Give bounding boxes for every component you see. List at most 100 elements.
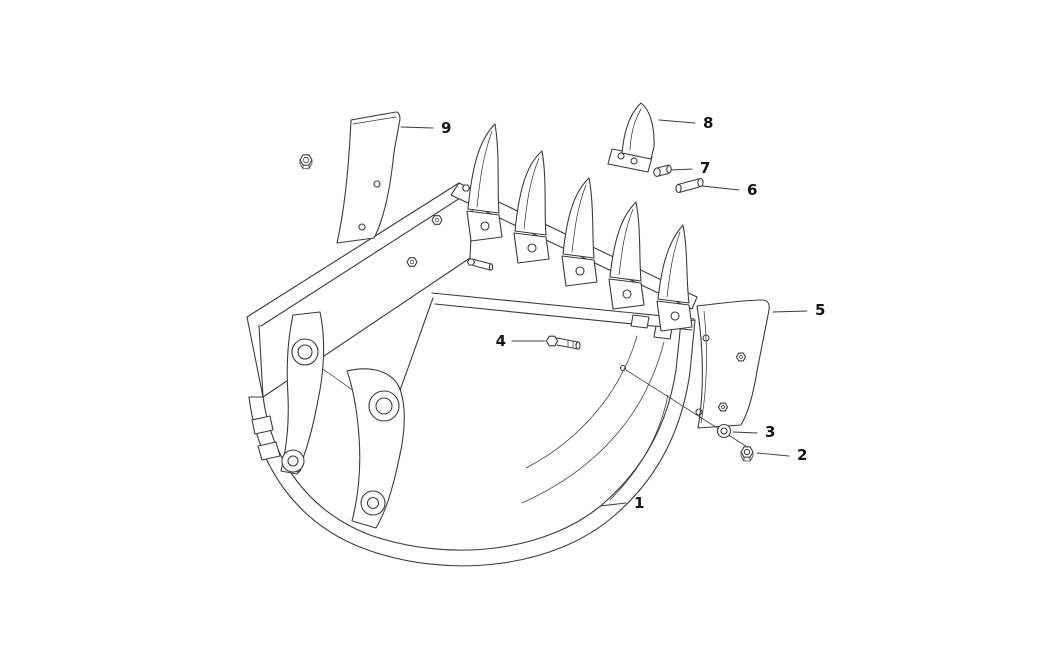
back-panel-hardware <box>406 184 494 271</box>
tooth-blade-line <box>618 208 634 276</box>
callout-leader-5 <box>772 310 808 313</box>
rim-mount-tab <box>630 314 650 329</box>
tooth-blade <box>609 201 642 282</box>
callout-label-2: 2 <box>797 446 807 464</box>
adapter-pin-hole <box>630 157 638 165</box>
cutter-hole <box>702 334 710 342</box>
tooth-pin-hole <box>480 221 490 231</box>
left-wall-inner-line <box>258 324 264 398</box>
wear-edge-arc <box>609 394 669 501</box>
pivot-boss <box>291 338 319 366</box>
side-cutter-edge-line <box>700 310 707 424</box>
nut-hole <box>743 448 751 456</box>
tooth-blade <box>657 224 690 304</box>
callout-label-4: 4 <box>496 332 506 350</box>
side-cutter-outline <box>696 299 770 429</box>
tooth-adapter <box>561 255 598 287</box>
nut-hex <box>740 446 754 458</box>
link-boss <box>360 490 386 516</box>
bucket-tooth-3 <box>561 177 598 287</box>
callout-leader-1 <box>599 502 627 507</box>
mounting-bolt <box>545 335 581 350</box>
mounting-nut <box>299 154 313 170</box>
hex-bolt-head <box>461 184 471 192</box>
washer-hole <box>720 427 728 435</box>
bucket-tooth-5 <box>656 224 693 332</box>
tooth-blade <box>562 177 595 259</box>
nut-inner-hex <box>302 157 310 163</box>
tooth-adapter <box>656 300 693 332</box>
nut-side-lines <box>299 159 313 170</box>
front-edge-curve <box>399 297 434 391</box>
adapter-pin-body <box>677 177 702 194</box>
washer-outer <box>716 423 732 439</box>
shell-outer-curve <box>248 319 696 567</box>
callout-leader-8 <box>658 119 696 124</box>
tooth-adapter <box>608 278 645 310</box>
adapter-pin-hole <box>617 152 625 160</box>
hanger-bracket-rear <box>280 311 325 475</box>
flat-washer <box>716 423 732 439</box>
tooth-blade <box>467 123 500 214</box>
hanger-bracket-front <box>346 368 405 529</box>
link-hole <box>287 455 299 467</box>
tooth-adapter <box>513 232 550 264</box>
bucket-tooth-2 <box>513 150 550 264</box>
cutter-bolt-head <box>717 402 729 412</box>
tooth-blade-line <box>571 184 587 253</box>
callout-label-5: 5 <box>815 301 825 319</box>
top-rail-inner-line <box>260 190 472 327</box>
adapter-pin-end <box>697 177 704 188</box>
callout-leader-9 <box>400 126 434 129</box>
adapter-pin <box>675 177 704 194</box>
tooth-pin-hole <box>575 266 585 276</box>
tooth-blade-line <box>476 130 493 208</box>
callout-leader-3 <box>732 431 758 434</box>
link-boss <box>281 449 305 473</box>
tooth-adapter <box>466 210 503 242</box>
pivot-hole <box>297 344 313 360</box>
bolt-shank <box>556 337 579 350</box>
lock-nut <box>740 446 754 462</box>
callout-label-1: 1 <box>634 494 644 512</box>
small-bolt-head <box>466 258 476 266</box>
callout-leader-7 <box>671 168 693 171</box>
nut-hex <box>299 154 313 166</box>
spare-tooth-line <box>629 108 642 151</box>
side-plate-edge-line <box>352 116 397 125</box>
bolt-axis-line <box>625 369 753 451</box>
spare-tooth-blade <box>621 102 655 160</box>
bolt-head-hex <box>545 335 559 347</box>
adapter-pin-end <box>675 183 682 194</box>
callout-label-8: 8 <box>703 114 713 132</box>
hex-bolt-center <box>409 259 415 265</box>
callout-leader-6 <box>701 185 740 191</box>
side-cutter <box>695 299 770 429</box>
retainer-pin-flange <box>653 167 661 177</box>
plate-hole <box>358 223 366 231</box>
retainer-pin <box>653 164 672 177</box>
side-plate-outline <box>336 111 401 244</box>
cutting-edge-inner-line <box>434 303 693 331</box>
small-bolt-end <box>488 263 494 271</box>
tooth-pin-hole <box>527 243 537 253</box>
bucket-mouth <box>399 292 695 504</box>
small-bolt-shank <box>472 258 492 271</box>
tooth-blade-line <box>666 231 681 298</box>
plate-hole <box>373 180 381 188</box>
nut-side-lines <box>740 451 754 462</box>
tooth-blade <box>514 150 547 236</box>
bucket-tooth-4 <box>608 201 645 310</box>
weld-tab <box>257 441 281 461</box>
hex-bolt-head <box>406 257 418 267</box>
callout-leader-2 <box>756 452 790 457</box>
callout-label-7: 7 <box>700 159 710 177</box>
pivot-boss <box>368 390 400 422</box>
cutter-bolt-center <box>739 355 743 359</box>
bolt-end <box>575 341 581 350</box>
spare-tooth <box>607 102 655 173</box>
tooth-blade-line <box>523 157 540 230</box>
bolt-hole <box>619 364 627 372</box>
